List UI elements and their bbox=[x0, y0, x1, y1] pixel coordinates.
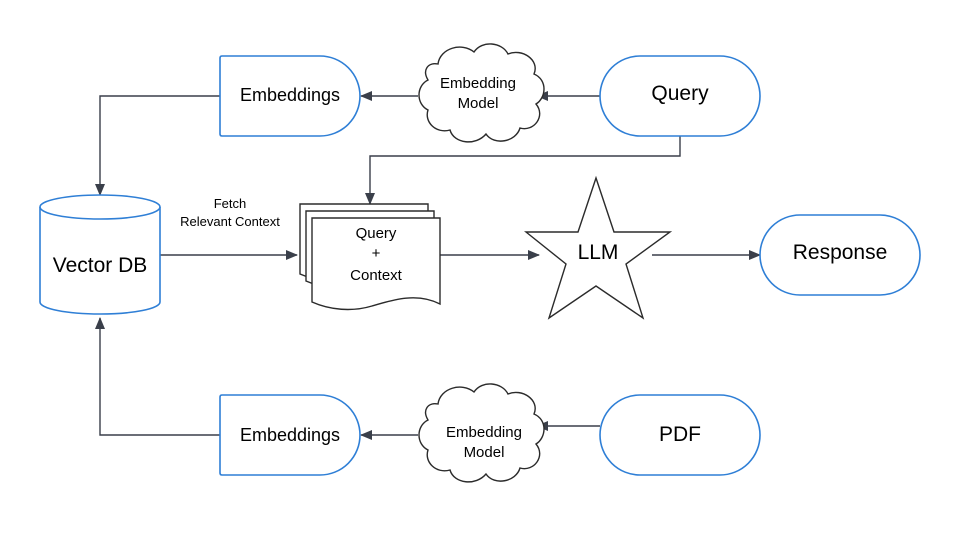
edges bbox=[95, 91, 761, 440]
embedding-model-top-cloud: Embedding Model bbox=[418, 43, 545, 143]
edge-embeddings-top-to-vector-db bbox=[95, 95, 220, 196]
embedding-model-top-line-2: Model bbox=[458, 95, 499, 112]
fetch-label-line-1: Fetch bbox=[214, 196, 247, 211]
fetch-relevant-context-label: Fetch Relevant Context bbox=[180, 196, 280, 229]
vector-db-node: Vector DB bbox=[39, 194, 161, 315]
llm-label: LLM bbox=[578, 241, 619, 264]
embedding-model-bottom-line-2: Model bbox=[464, 444, 505, 461]
fetch-label-line-2: Relevant Context bbox=[180, 214, 280, 229]
edge-query-to-query-context bbox=[365, 136, 681, 205]
response-label: Response bbox=[793, 241, 888, 264]
query-node-label: Query bbox=[651, 82, 709, 105]
vector-db-label: Vector DB bbox=[53, 254, 148, 277]
edge-embeddings-bottom-to-vector-db bbox=[95, 317, 220, 436]
embeddings-top-node: Embeddings bbox=[219, 55, 361, 137]
query-context-node: Query + Context bbox=[299, 203, 441, 311]
query-context-line-3: Context bbox=[350, 267, 403, 284]
query-context-line-1: Query bbox=[356, 225, 397, 242]
embeddings-bottom-label: Embeddings bbox=[240, 425, 340, 445]
pdf-label: PDF bbox=[659, 423, 701, 446]
embedding-model-bottom-line-1: Embedding bbox=[446, 424, 522, 441]
query-node: Query bbox=[599, 55, 761, 137]
llm-node: LLM bbox=[524, 175, 673, 320]
pdf-node: PDF bbox=[599, 394, 761, 476]
embedding-model-bottom-cloud: Embedding Model bbox=[418, 383, 545, 483]
embedding-model-top-line-1: Embedding bbox=[440, 75, 516, 92]
query-context-line-2: + bbox=[372, 245, 381, 262]
embeddings-top-label: Embeddings bbox=[240, 85, 340, 105]
response-node: Response bbox=[759, 214, 921, 296]
embeddings-bottom-node: Embeddings bbox=[219, 394, 361, 476]
